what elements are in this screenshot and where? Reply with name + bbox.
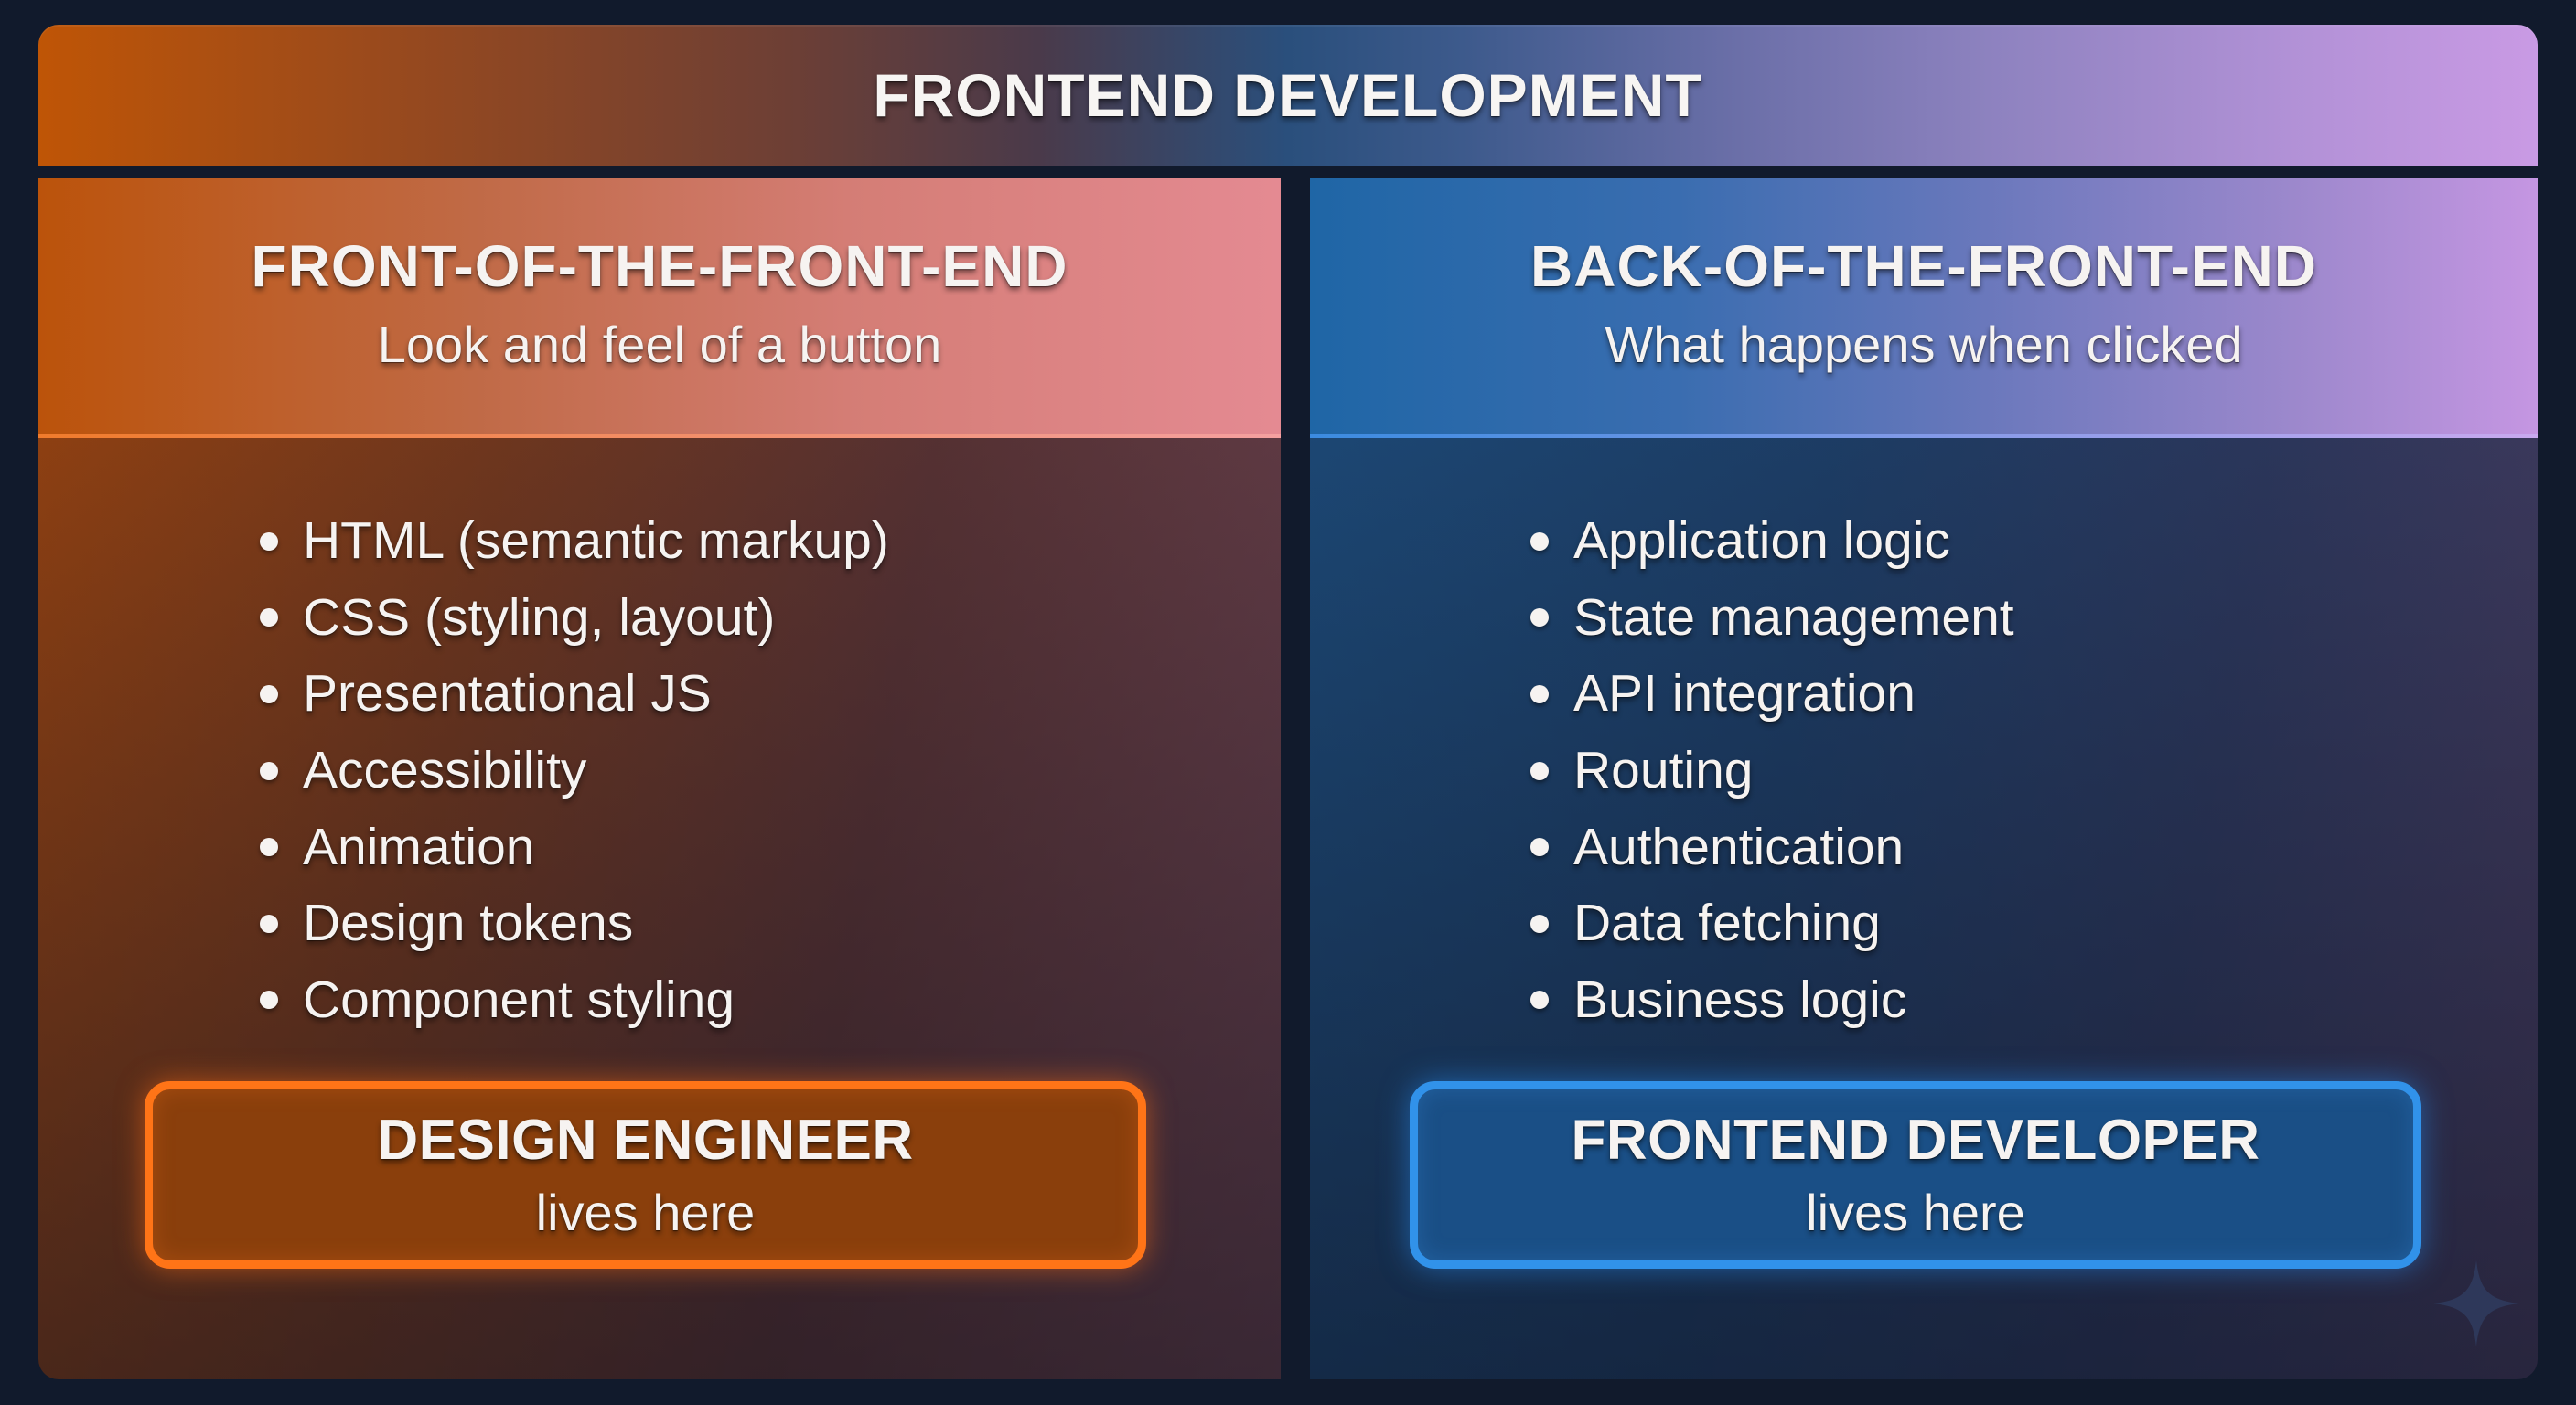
list-item: Application logic <box>1530 503 2014 580</box>
skill-list: HTML (semantic markup) CSS (styling, lay… <box>260 503 889 1038</box>
design-engineer-badge: DESIGN ENGINEER lives here <box>145 1081 1146 1269</box>
column-title: FRONT-OF-THE-FRONT-END <box>251 233 1068 299</box>
list-item: HTML (semantic markup) <box>260 503 889 580</box>
bullet-icon <box>1530 914 1549 933</box>
list-item: Accessibility <box>260 733 889 810</box>
bullet-icon <box>260 991 278 1010</box>
list-item: State management <box>1530 580 2014 657</box>
bullet-icon <box>260 838 278 857</box>
list-item: Presentational JS <box>260 656 889 733</box>
list-item: Design tokens <box>260 885 889 962</box>
list-item-label: CSS (styling, layout) <box>303 587 776 647</box>
column-subtitle: What happens when clicked <box>1605 316 2243 373</box>
role-subtitle: lives here <box>1806 1183 2025 1241</box>
bullet-icon <box>260 914 278 933</box>
list-item: Authentication <box>1530 809 2014 885</box>
list-item-label: HTML (semantic markup) <box>303 511 889 571</box>
list-item: CSS (styling, layout) <box>260 580 889 657</box>
list-item: API integration <box>1530 656 2014 733</box>
role-title: DESIGN ENGINEER <box>377 1108 914 1172</box>
sparkle-icon <box>2433 1260 2519 1346</box>
column-subtitle: Look and feel of a button <box>377 316 942 373</box>
bullet-icon <box>1530 838 1549 857</box>
list-item-label: Accessibility <box>303 741 587 800</box>
list-item-label: Authentication <box>1573 817 1905 876</box>
bullet-icon <box>260 761 278 780</box>
back-of-the-front-end-column: BACK-OF-THE-FRONT-END What happens when … <box>1310 178 2538 1379</box>
list-item-label: API integration <box>1573 664 1916 724</box>
list-item-label: Data fetching <box>1573 894 1881 953</box>
bullet-icon <box>260 608 278 627</box>
list-item-label: State management <box>1573 587 2014 647</box>
frontend-developer-badge: FRONTEND DEVELOPER lives here <box>1410 1081 2421 1269</box>
column-header: BACK-OF-THE-FRONT-END What happens when … <box>1310 178 2538 438</box>
bullet-icon <box>1530 991 1549 1010</box>
skill-list: Application logic State management API i… <box>1530 503 2014 1038</box>
bullet-icon <box>260 684 278 703</box>
banner-title: FRONTEND DEVELOPMENT <box>873 61 1703 129</box>
list-item: Animation <box>260 809 889 885</box>
role-title: FRONTEND DEVELOPER <box>1571 1108 2260 1172</box>
top-banner: FRONTEND DEVELOPMENT <box>38 25 2538 166</box>
list-item-label: Design tokens <box>303 894 634 953</box>
bullet-icon <box>260 531 278 551</box>
list-item-label: Component styling <box>303 970 735 1029</box>
list-item: Component styling <box>260 962 889 1039</box>
list-item: Routing <box>1530 733 2014 810</box>
column-title: BACK-OF-THE-FRONT-END <box>1530 233 2317 299</box>
list-item-label: Business logic <box>1573 970 1907 1029</box>
list-item-label: Animation <box>303 817 535 876</box>
role-subtitle: lives here <box>535 1183 756 1241</box>
bullet-icon <box>1530 684 1549 703</box>
bullet-icon <box>1530 531 1549 551</box>
bullet-icon <box>1530 608 1549 627</box>
list-item-label: Application logic <box>1573 511 1950 571</box>
list-item: Data fetching <box>1530 885 2014 962</box>
column-header: FRONT-OF-THE-FRONT-END Look and feel of … <box>38 178 1281 438</box>
list-item: Business logic <box>1530 962 2014 1039</box>
bullet-icon <box>1530 761 1549 780</box>
front-of-the-front-end-column: FRONT-OF-THE-FRONT-END Look and feel of … <box>38 178 1281 1379</box>
list-item-label: Routing <box>1573 741 1754 800</box>
list-item-label: Presentational JS <box>303 664 712 724</box>
